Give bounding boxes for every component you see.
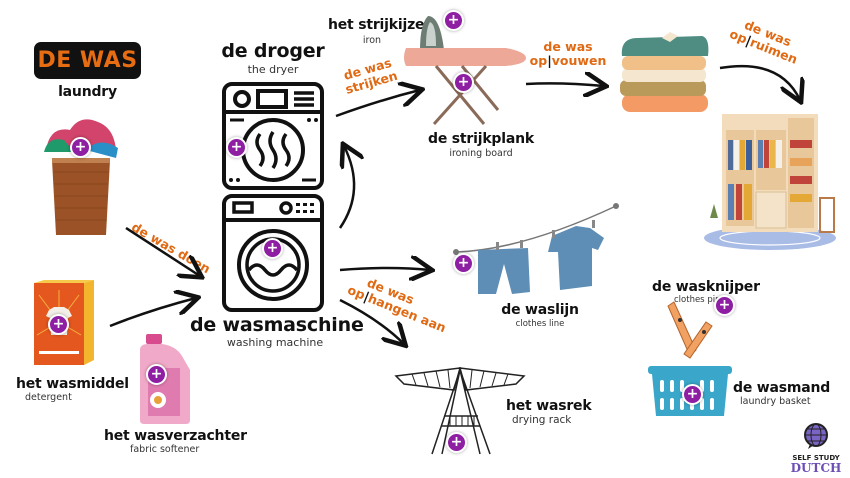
title-badge: DE WAS: [34, 42, 141, 79]
wardrobe-icon: [704, 114, 836, 250]
arrow-washer-to-line: [339, 268, 430, 270]
dryer-term: de droger: [221, 40, 325, 62]
iron-term: het strijkijzer: [328, 17, 432, 33]
clothes-line-icon: [453, 203, 619, 294]
verb-opvouwen-line2: op|vouwen: [528, 54, 608, 68]
arrow-folded-to-wardrobe: [719, 64, 800, 100]
laundry-basket-gloss: laundry basket: [740, 396, 811, 407]
verb-opvouwen-line1: de was: [543, 39, 593, 54]
arrow-washer-to-dryer: [338, 146, 354, 229]
logo-line2: DUTCH: [790, 461, 842, 475]
iron-plus-button[interactable]: +: [443, 10, 464, 31]
verb-opvouwen-prefix: op: [529, 53, 548, 68]
self-study-dutch-logo: SELF STUDY DUTCH: [790, 422, 842, 475]
folded-clothes-icon: [620, 32, 709, 112]
globe-icon: [804, 423, 828, 449]
detergent-term: het wasmiddel: [16, 376, 129, 392]
clothes-line-gloss: clothes line: [515, 319, 565, 329]
iron-gloss: iron: [362, 35, 382, 46]
clothes-pin-plus-button[interactable]: +: [714, 295, 735, 316]
arrow-ironing-to-folded: [525, 83, 604, 86]
title-gloss: laundry: [58, 84, 117, 100]
title-badge-text: DE WAS: [37, 48, 138, 73]
clothes-pin-term: de wasknijper: [652, 279, 760, 295]
separable-bar: |: [547, 53, 552, 68]
washing-machine-plus-button[interactable]: +: [262, 238, 283, 259]
drying-rack-plus-button[interactable]: +: [446, 432, 467, 453]
laundry-basket-term: de wasmand: [733, 380, 831, 396]
laundry-hamper-image: +: [40, 112, 120, 237]
clothes-pin-gloss: clothes pin: [674, 295, 721, 305]
logo-line1: SELF STUDY: [792, 454, 840, 462]
fabric-softener-term: het wasverzachter: [104, 428, 247, 444]
fabric-softener-gloss: fabric softener: [130, 444, 200, 455]
laundry-hamper-icon: [44, 119, 118, 235]
fabric-softener-plus-button[interactable]: +: [146, 364, 167, 385]
drying-rack-icon: [394, 367, 526, 455]
washing-machine-term: de wasmaschine: [190, 314, 364, 336]
hamper-plus-button[interactable]: +: [70, 137, 91, 158]
ironing-board-plus-button[interactable]: +: [453, 72, 474, 93]
arrow-washer-to-rack: [339, 298, 404, 344]
drying-rack-gloss: drying rack: [512, 414, 572, 426]
detergent-plus-button[interactable]: +: [48, 314, 69, 335]
ironing-board-term: de strijkplank: [428, 131, 534, 147]
verb-de-was-opvouwen: de was op|vouwen: [528, 40, 608, 68]
drying-rack-term: het wasrek: [506, 398, 592, 414]
clothes-line-plus-button[interactable]: +: [453, 253, 474, 274]
washing-machine-gloss: washing machine: [226, 336, 324, 349]
laundry-basket-plus-button[interactable]: +: [682, 384, 703, 405]
washing-machine-icon: [222, 194, 324, 312]
dryer-plus-button[interactable]: +: [226, 137, 247, 158]
iron-icon: [420, 16, 444, 50]
clothes-line-term: de waslijn: [501, 302, 579, 318]
dryer-gloss: the dryer: [247, 63, 299, 76]
clothes-pin-icon: [667, 301, 713, 359]
arrow-dryer-to-ironing: [335, 90, 420, 118]
arrow-hamper-to-washer: [125, 226, 200, 276]
arrow-detergent-to-washer: [109, 298, 196, 328]
verb-opvouwen-rest: vouwen: [551, 53, 607, 68]
detergent-gloss: detergent: [25, 392, 72, 403]
ironing-board-gloss: ironing board: [449, 148, 513, 159]
